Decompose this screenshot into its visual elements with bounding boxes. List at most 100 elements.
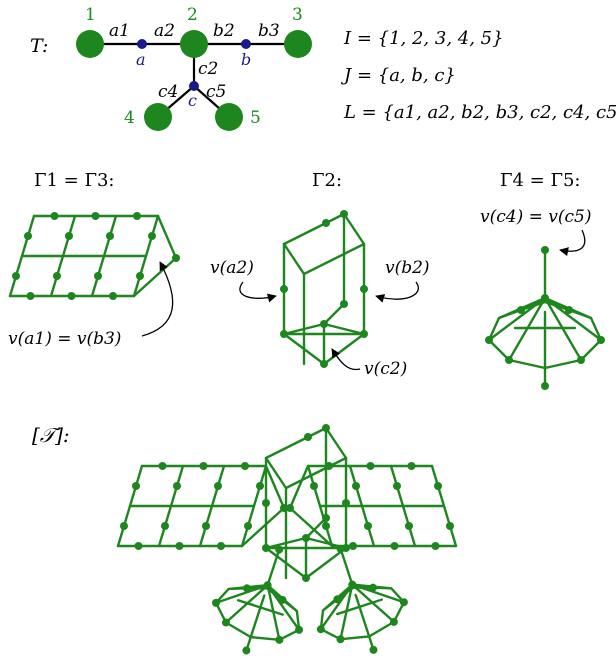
box-vertex (340, 210, 348, 218)
grid-vertex (431, 542, 440, 550)
umbrella-vertex (211, 598, 220, 607)
grid-vertex (393, 482, 401, 490)
umbrella-crossbar (336, 598, 383, 616)
grid-vertex (199, 462, 208, 470)
set-definitions: I = {1, 2, 3, 4, 5} J = {a, b, c} L = {a… (340, 28, 616, 123)
box-vertex (320, 360, 328, 368)
gamma-13-annotation: v(a1) = v(b3) (8, 329, 121, 349)
umbrella-rib (319, 583, 354, 631)
umbrella-rib (543, 296, 603, 342)
tree-vertex-label-2: 2 (187, 5, 198, 25)
grid-column (49, 214, 77, 298)
combined-graph (116, 424, 458, 655)
grid-vertex (352, 482, 360, 490)
grid-vertex (366, 462, 375, 470)
grid-column (198, 464, 226, 548)
grid-vertex (364, 522, 372, 530)
tree-vertex-1 (76, 30, 104, 58)
grid-vertex (390, 542, 399, 550)
umbrella-rib (487, 296, 547, 342)
set-J: J = {a, b, c} (340, 65, 456, 86)
grid-vertex (12, 272, 20, 280)
tree-vertex-label-5: 5 (250, 108, 261, 128)
gamma-45-annotation: v(c4) = v(c5) (480, 207, 591, 227)
gamma-2-right-arrow (375, 281, 419, 303)
grid-column (132, 214, 160, 298)
umbrella-vertex (333, 595, 342, 604)
box-vertex (340, 300, 348, 308)
grid-column (430, 464, 458, 548)
umbrella-rib (519, 296, 547, 312)
grid-vertex (133, 212, 141, 220)
umbrella-vertex (565, 306, 573, 314)
umbrella-vertex (242, 584, 251, 593)
grid-vertex (202, 522, 210, 530)
tree-junction-label-b: b (241, 50, 251, 69)
tree-edge-label-c4: c4 (158, 82, 178, 102)
grid-vertex (446, 522, 454, 530)
grid-column (389, 464, 417, 548)
tree-junction-label-c: c (188, 91, 197, 110)
box-vertex (302, 534, 310, 542)
box-edge (264, 426, 348, 460)
combined-title: [𝒯]: (32, 423, 70, 447)
grid-vertex (109, 292, 117, 300)
grid-vertex (349, 542, 357, 550)
gamma-13-annotation-arrow (141, 261, 174, 337)
grid-vertex (148, 232, 156, 240)
gamma-2-annotation-right: v(b2) (385, 258, 430, 278)
umbrella-vertex (517, 306, 525, 314)
umbrella-vertex (597, 336, 605, 344)
umbrella-vertex (541, 246, 549, 254)
gamma-13-title: Γ1 = Γ3: (34, 170, 114, 191)
tree-edge-label-b2: b2 (213, 21, 235, 41)
tree-edge-label-b3: b3 (258, 21, 280, 41)
set-I: I = {1, 2, 3, 4, 5} (343, 28, 504, 49)
grid-boundary-vertex (172, 254, 180, 262)
umbrella-vertex (336, 635, 345, 644)
grid-vertex (175, 542, 184, 550)
gamma-2-left-arrow (239, 281, 277, 303)
tree-edge-label-a2: a2 (154, 21, 175, 41)
gamma-13-graph (8, 212, 180, 300)
grid-vertex (161, 522, 169, 530)
set-L: L = {a1, a2, b2, b3, c2, c4, c5} (343, 102, 616, 123)
grid-vertex (134, 542, 143, 550)
umbrella-rim (214, 601, 301, 642)
gamma-2-annotation-bottom: v(c2) (364, 359, 407, 379)
box-vertex (304, 433, 312, 441)
box-vertex (280, 285, 288, 293)
umbrella-vertex (316, 625, 325, 634)
grid-vertex (217, 542, 225, 550)
umbrella-rim (319, 601, 406, 641)
grid-vertex (136, 272, 144, 280)
grid-vertex (120, 522, 128, 530)
box-vertex (342, 499, 350, 507)
combined-umbrella-right (316, 544, 408, 654)
tree-vertex-3 (284, 30, 312, 58)
box-vertex (322, 219, 330, 227)
umbrella-vertex (541, 294, 549, 302)
grid-vertex (24, 232, 32, 240)
umbrella-rib (351, 583, 406, 604)
gamma-45-annotation-arrow (559, 229, 586, 257)
umbrella-rib (214, 583, 269, 605)
tree-vertex-label-4: 4 (124, 108, 135, 128)
umbrella-rim (487, 338, 603, 370)
umbrella-vertex (485, 336, 493, 344)
tree-vertex-2 (180, 30, 208, 58)
grid-vertex (322, 522, 330, 530)
umbrella-crossbar (236, 599, 284, 616)
grid-vertex (91, 212, 100, 220)
gamma-2-graph (280, 210, 368, 368)
umbrella-stem (266, 548, 281, 587)
umbrella-stem (339, 547, 354, 586)
box-vertex (262, 544, 270, 552)
grid-vertex (256, 482, 264, 490)
box-edge (282, 242, 366, 276)
tree-edge-label-c5: c5 (206, 82, 226, 102)
tree-vertex-label-1: 1 (85, 5, 96, 25)
grid-vertex (158, 462, 167, 470)
tree-vertex-5 (215, 103, 243, 131)
grid-vertex (65, 232, 73, 240)
